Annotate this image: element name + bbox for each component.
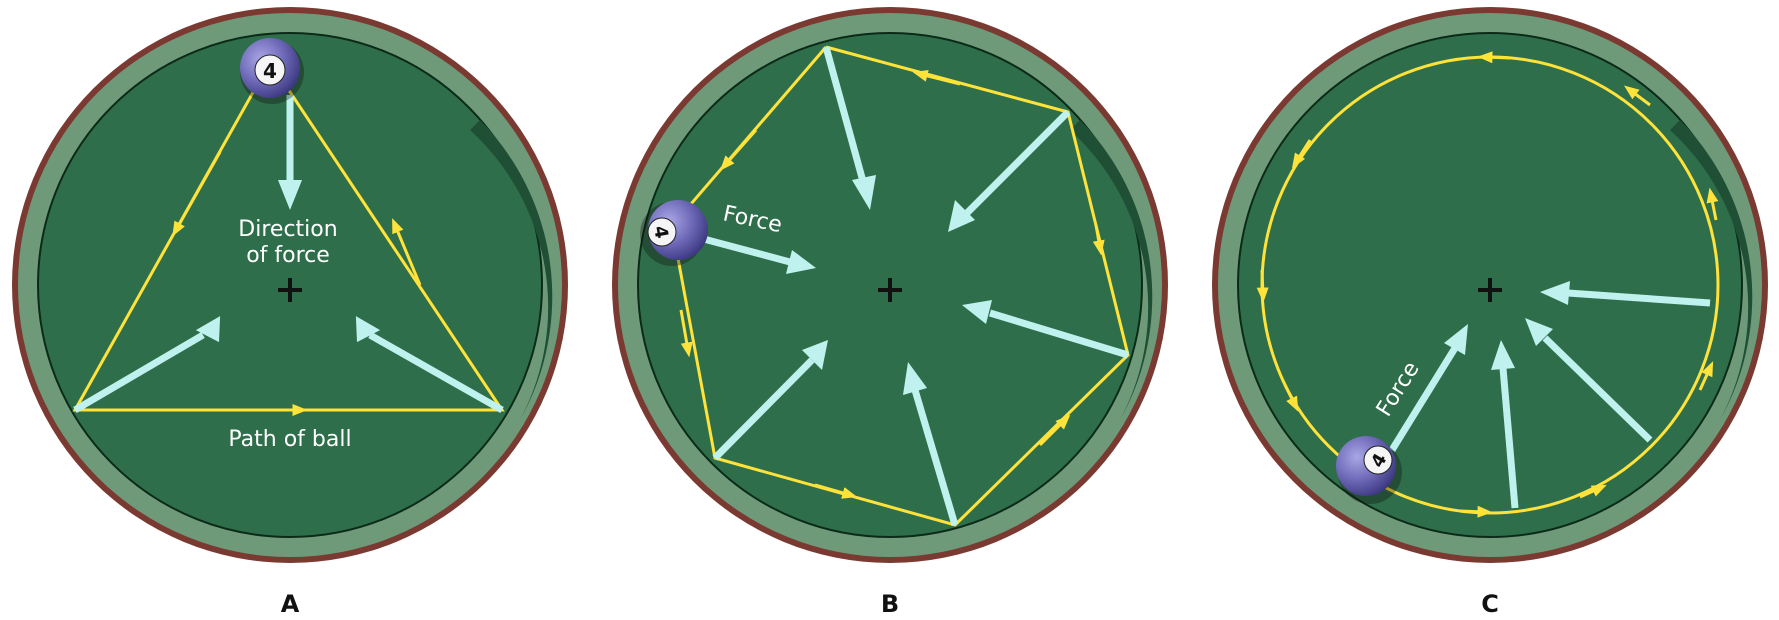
panel-c: 4 Force C: [1212, 7, 1768, 618]
path-arrow: [1262, 270, 1263, 295]
panel-letter-a: A: [281, 590, 300, 618]
path-arrow: [1460, 511, 1485, 512]
path-arrow: [1485, 57, 1510, 58]
label-of-force: of force: [246, 243, 330, 268]
panel-letter-b: B: [881, 590, 899, 618]
panel-a: 4 Direction of force Path of ball A: [12, 7, 568, 618]
panel-letter-c: C: [1481, 590, 1499, 618]
label-path-of-ball: Path of ball: [228, 427, 351, 452]
panel-b: 4 Force B: [612, 7, 1168, 618]
ball-number: 4: [263, 59, 277, 83]
label-direction: Direction: [238, 217, 337, 242]
